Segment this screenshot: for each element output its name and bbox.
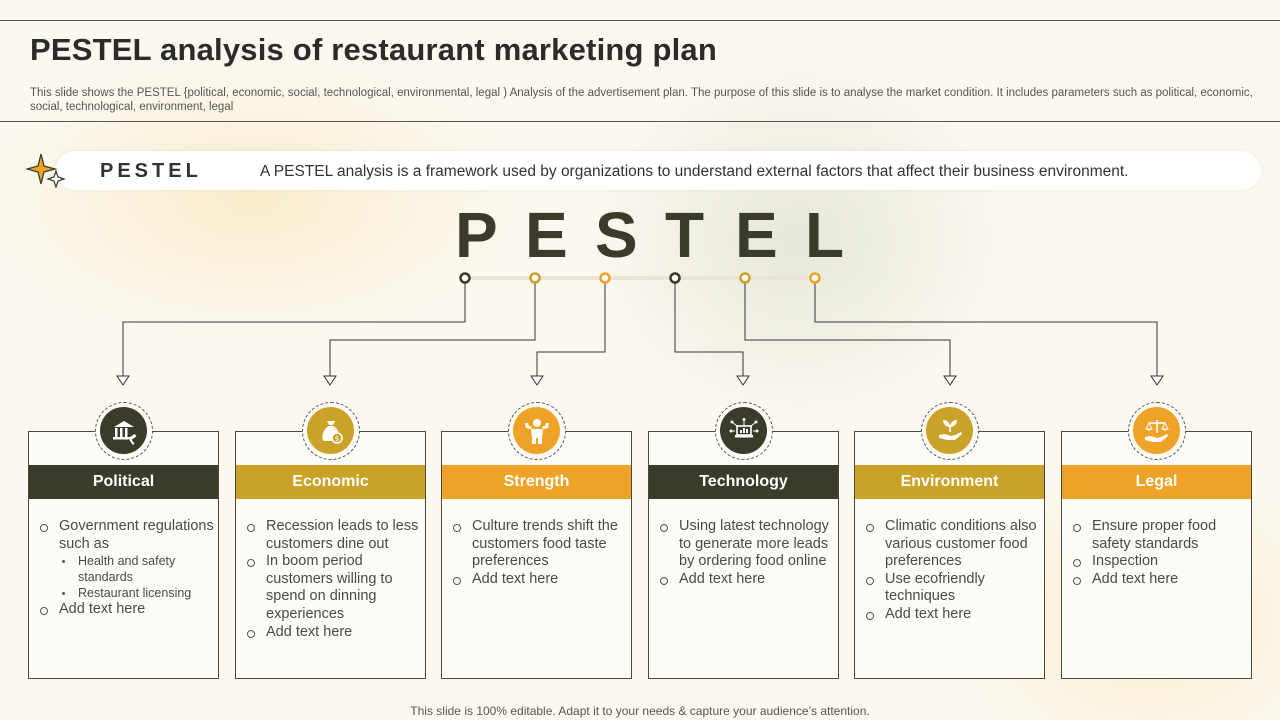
technology-icon-badge [715, 402, 773, 460]
sub-list: Health and safety standards Restaurant l… [59, 553, 214, 601]
card-list: Climatic conditions also various custome… [865, 518, 1040, 624]
card-title: Political [29, 465, 218, 499]
list-item: Climatic conditions also various custome… [865, 518, 1040, 571]
banner-text: A PESTEL analysis is a framework used by… [260, 163, 1129, 180]
letter-e: E [525, 199, 568, 271]
sub-list-item: Health and safety standards [59, 553, 214, 585]
list-item: Add text here [1072, 571, 1247, 589]
arrow-legal [1150, 375, 1164, 386]
list-item: Ensure proper food safety standards [1072, 518, 1247, 553]
letter-t: T [665, 199, 705, 271]
page-subtitle: This slide shows the PESTEL {political, … [30, 87, 1253, 113]
card-strength: Strength Culture trends shift the custom… [441, 431, 632, 679]
node-technology [669, 272, 681, 284]
list-item: Using latest technology to generate more… [659, 518, 834, 571]
card-list: Culture trends shift the customers food … [452, 518, 627, 588]
list-item: Inspection [1072, 553, 1247, 571]
letter-s: S [595, 199, 638, 271]
node-economic [529, 272, 541, 284]
card-technology: Technology Using latest technology to ge… [648, 431, 839, 679]
definition-banner [56, 151, 1261, 190]
letter-e-2: E [735, 199, 778, 271]
page-title: PESTEL analysis of restaurant marketing … [30, 32, 718, 67]
card-list: Ensure proper food safety standards Insp… [1072, 518, 1247, 588]
economic-icon-badge: $ [302, 402, 360, 460]
arrow-economic [323, 375, 337, 386]
top-rule [0, 20, 1280, 21]
sparkle-icon [26, 153, 66, 188]
letter-l: L [805, 199, 845, 271]
connector-environment [744, 283, 951, 377]
list-item: Government regulations such as Health an… [39, 518, 214, 601]
connector-technology [674, 283, 744, 377]
list-item: Culture trends shift the customers food … [452, 518, 627, 571]
svg-text:$: $ [334, 435, 338, 443]
card-list: Recession leads to less customers dine o… [246, 518, 421, 641]
legal-icon-badge [1128, 402, 1186, 460]
card-economic: Economic Recession leads to less custome… [235, 431, 426, 679]
letter-p: P [455, 199, 498, 271]
arrow-political [116, 375, 130, 386]
connector-legal [814, 283, 1158, 377]
card-title: Technology [649, 465, 838, 499]
footer-note: This slide is 100% editable. Adapt it to… [410, 704, 870, 718]
list-item: Add text here [39, 601, 214, 619]
connector-political [122, 283, 466, 377]
banner-label: PESTEL [100, 160, 202, 182]
card-title: Legal [1062, 465, 1251, 499]
strength-icon-badge [508, 402, 566, 460]
political-icon-badge [95, 402, 153, 460]
node-strength [599, 272, 611, 284]
list-item: Recession leads to less customers dine o… [246, 518, 421, 553]
list-item: In boom period customers willing to spen… [246, 553, 421, 623]
card-political: Political Government regulations such as… [28, 431, 219, 679]
strong-person-icon [524, 418, 549, 444]
connector-economic [329, 283, 536, 377]
environment-icon-badge [921, 402, 979, 460]
card-title: Economic [236, 465, 425, 499]
justice-scale-icon [1144, 419, 1169, 442]
list-item: Use ecofriendly techniques [865, 571, 1040, 606]
card-title: Strength [442, 465, 631, 499]
arrow-environment [943, 375, 957, 386]
sub-list-item: Restaurant licensing [59, 585, 214, 601]
pestel-letters: P E S T E L [455, 198, 875, 272]
list-item: Add text here [452, 571, 627, 589]
card-environment: Environment Climatic conditions also var… [854, 431, 1045, 679]
list-item: Add text here [659, 571, 834, 589]
arrow-strength [530, 375, 544, 386]
card-list: Government regulations such as Health an… [39, 518, 214, 619]
laptop-network-icon [729, 417, 758, 437]
connector-strength [536, 283, 606, 377]
money-bag-icon: $ [321, 420, 343, 444]
node-political [459, 272, 471, 284]
list-item: Add text here [865, 606, 1040, 624]
card-list: Using latest technology to generate more… [659, 518, 834, 588]
card-title: Environment [855, 465, 1044, 499]
plant-hand-icon [938, 419, 962, 440]
node-legal [809, 272, 821, 284]
arrow-technology [736, 375, 750, 386]
header-rule [0, 121, 1280, 122]
card-legal: Legal Ensure proper food safety standard… [1061, 431, 1252, 679]
courthouse-gavel-icon [112, 420, 136, 445]
list-item: Add text here [246, 624, 421, 642]
node-environment [739, 272, 751, 284]
